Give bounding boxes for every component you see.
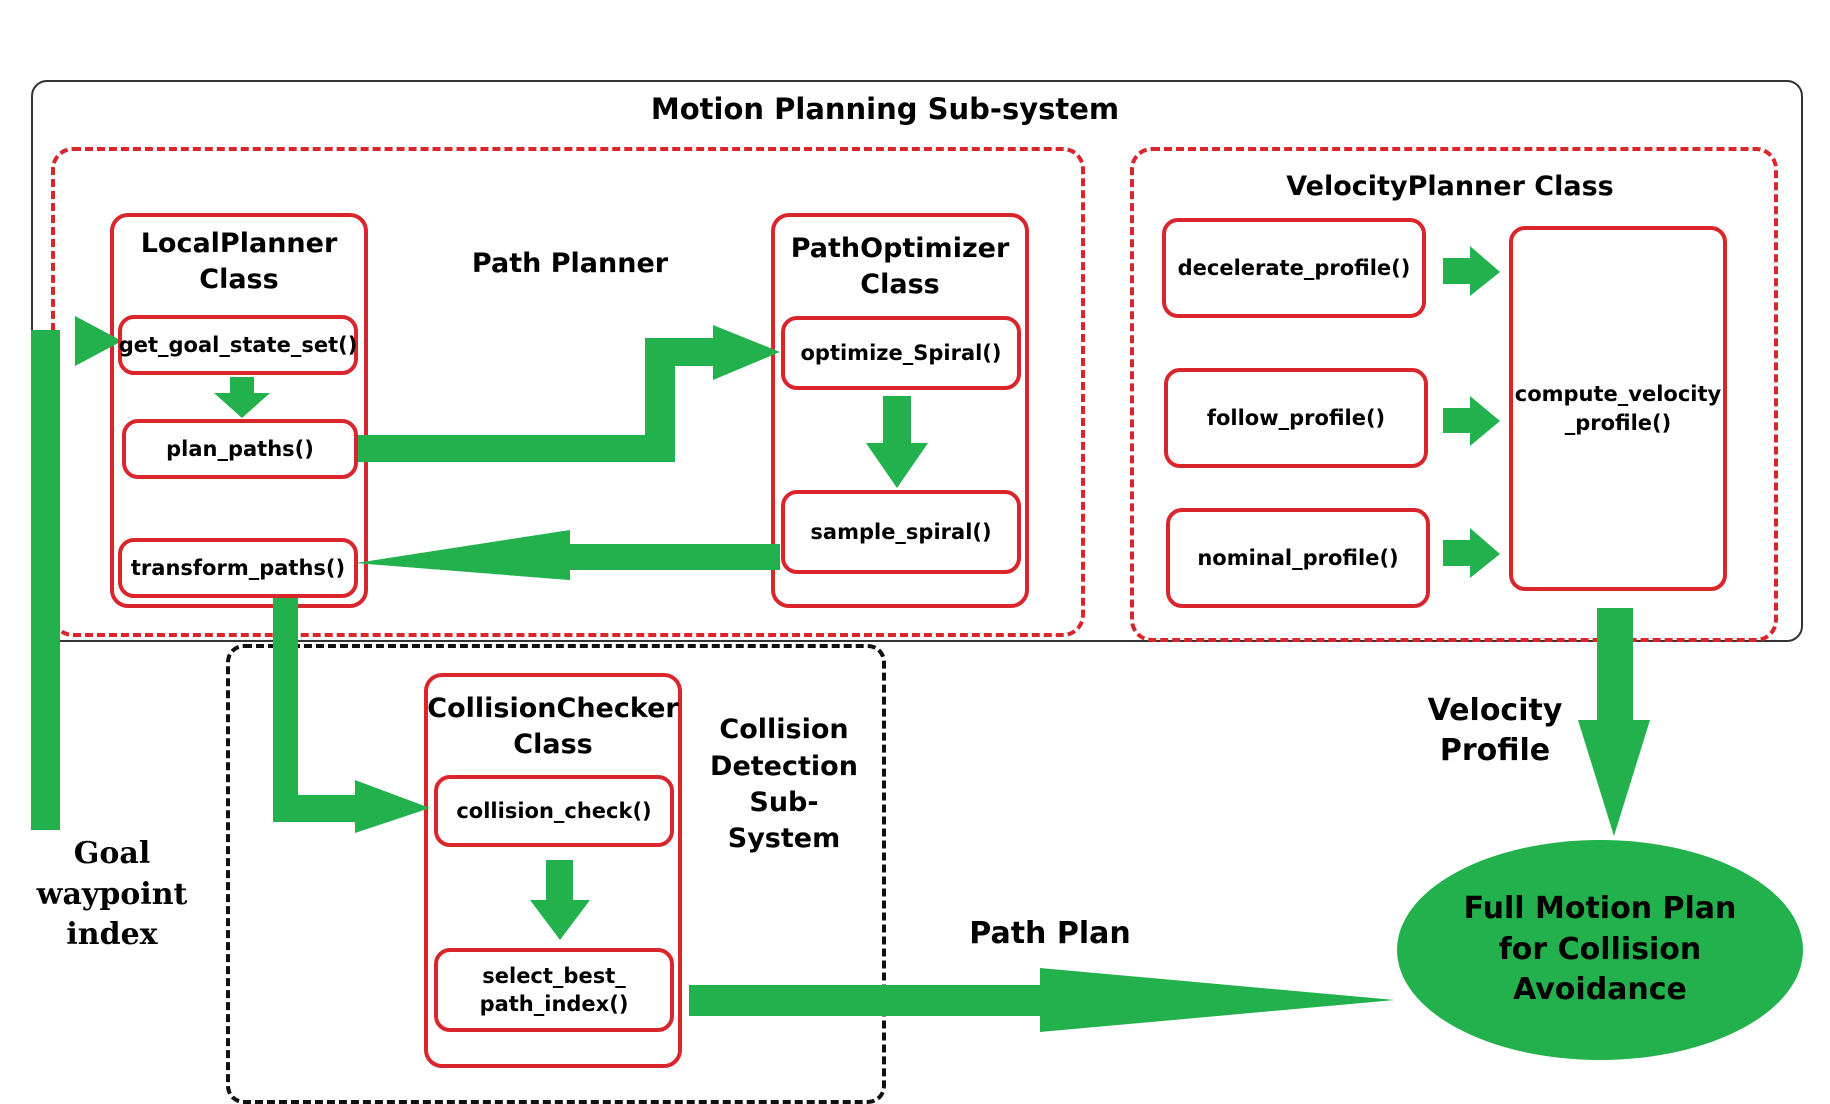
velocity-profile-label: Velocity Profile [1427,692,1563,769]
transform-paths-method: transform_paths() [118,538,358,598]
collision-checker-class-title: CollisionChecker Class [427,692,679,760]
collision-detection-label: Collision Detection Sub-System [710,714,858,855]
arrow-follow-to-compute [1443,396,1500,446]
arrow-transform-to-collision [273,593,430,833]
arrow-optimize-to-sample [866,396,928,488]
full-motion-plan-ellipse: Full Motion Plan for Collision Avoidance [1397,840,1803,1060]
arrow-collision-to-select [530,860,590,940]
arrow-goal-to-plan [214,377,270,418]
path-plan-label: Path Plan [969,915,1131,951]
compute-velocity-profile-box [1509,226,1727,591]
goal-waypoint-label: Goal waypoint index [36,836,188,953]
nominal-profile-method: nominal_profile() [1166,508,1430,608]
local-planner-class-box [110,213,368,608]
compute-velocity-profile-label: compute_velocity _profile() [1514,382,1722,435]
collision-checker-class-box [424,673,682,1068]
arrow-plan-to-optimize [355,325,780,462]
optimize-spiral-method: optimize_Spiral() [781,316,1021,390]
get-goal-state-set-method: get_goal_state_set() [118,315,358,375]
subsystem-title: Motion Planning Sub-system [650,92,1120,127]
collision-check-method: collision_check() [434,775,674,847]
arrow-decelerate-to-compute [1443,246,1500,296]
local-planner-class-title: LocalPlanner Class [140,227,338,295]
velocity-planner-class-title: VelocityPlanner Class [1286,170,1614,202]
follow-profile-method: follow_profile() [1164,368,1428,468]
velocity-planner-region [1130,147,1778,642]
goal-input-arrow [31,316,122,830]
path-optimizer-class-box [771,213,1029,608]
path-optimizer-class-title: PathOptimizer Class [790,232,1010,300]
select-best-path-index-method: select_best_ path_index() [434,948,674,1032]
decelerate-profile-method: decelerate_profile() [1162,218,1426,318]
arrow-nominal-to-compute [1443,528,1500,578]
sample-spiral-method: sample_spiral() [781,490,1021,574]
plan-paths-method: plan_paths() [122,419,358,479]
path-planner-label: Path Planner [471,247,669,279]
path-plan-arrow [689,968,1395,1032]
velocity-profile-arrow [1578,608,1650,836]
